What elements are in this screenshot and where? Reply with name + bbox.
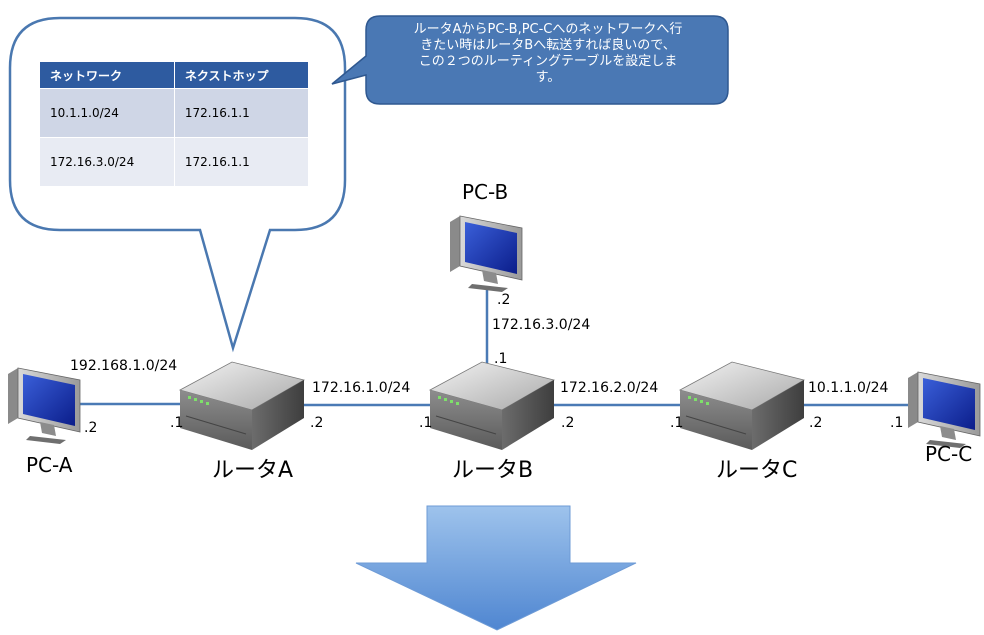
network-label: 172.16.3.0/24 [492, 317, 591, 333]
router-a-label: ルータA [212, 458, 294, 483]
host-id-label: .1 [890, 415, 904, 431]
route-next-hop: 172.16.1.1 [173, 137, 308, 186]
network-label: 192.168.1.0/24 [70, 358, 178, 374]
network-label: 172.16.1.0/24 [312, 380, 411, 396]
pc-b-icon [450, 215, 523, 292]
pc-c-icon [908, 371, 981, 448]
info-note-text: ルータAからPC-B,PC-Cへのネットワークへ行 きたい時はルータBへ転送すれ… [413, 22, 683, 85]
host-id-label: .2 [561, 415, 575, 431]
host-id-label: .1 [670, 415, 684, 431]
routing-table: ネットワーク ネクストホップ 10.1.1.0/24 172.16.1.1 17… [40, 62, 308, 186]
pc-a-label: PC-A [26, 453, 73, 477]
host-id-label: .2 [809, 415, 823, 431]
router-b-label: ルータB [452, 458, 534, 483]
route-network: 10.1.1.0/24 [40, 88, 175, 138]
network-links [78, 290, 915, 407]
host-id-label: .1 [494, 351, 508, 367]
table-row: 10.1.1.0/24 172.16.1.1 [40, 88, 308, 138]
router-a-icon [178, 361, 306, 450]
network-label: 10.1.1.0/24 [808, 380, 889, 396]
network-label: 172.16.2.0/24 [560, 380, 659, 396]
column-header-network: ネットワーク [40, 62, 175, 89]
router-c-icon [678, 361, 806, 450]
route-network: 172.16.3.0/24 [40, 137, 175, 186]
column-header-next-hop: ネクストホップ [173, 62, 308, 89]
down-arrow-icon [355, 505, 637, 631]
host-id-label: .1 [170, 415, 184, 431]
table-row: 172.16.3.0/24 172.16.1.1 [40, 137, 308, 186]
host-id-label: .2 [84, 420, 98, 436]
router-c-label: ルータC [716, 458, 798, 483]
router-b-icon [428, 361, 556, 450]
pc-b-label: PC-B [462, 180, 509, 204]
pc-a-icon [8, 367, 81, 444]
host-id-label: .1 [419, 415, 433, 431]
route-next-hop: 172.16.1.1 [173, 88, 308, 138]
host-id-label: .2 [497, 292, 511, 308]
pc-c-label: PC-C [925, 442, 973, 466]
info-note-box [331, 15, 729, 105]
routing-table-header-row: ネットワーク ネクストホップ [40, 62, 308, 89]
host-id-label: .2 [310, 415, 324, 431]
